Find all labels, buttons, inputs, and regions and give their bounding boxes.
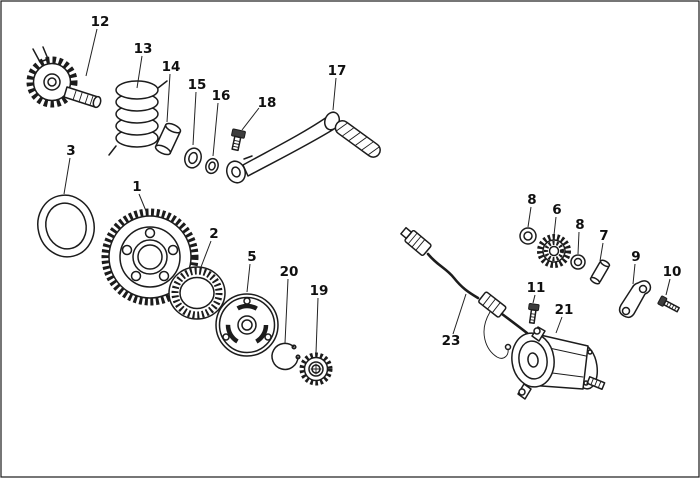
kick-pedal-drawing (225, 111, 381, 184)
part-number-17: 17 (328, 63, 347, 79)
part-number-19: 19 (310, 283, 329, 299)
bolt-18-drawing (231, 128, 246, 152)
callout-leader-line-20 (284, 278, 289, 344)
part-number-23: 23 (442, 333, 461, 349)
part-number-7: 7 (599, 228, 608, 244)
callout-leader-line-8b (577, 231, 580, 255)
circlip-small-drawing (205, 157, 219, 175)
driven-gear-drawing (101, 208, 199, 306)
callout-leader-line-19 (315, 297, 319, 354)
callout-leader-line-3 (63, 157, 71, 195)
callout-leader-line-17 (332, 77, 337, 111)
starter-motor-drawing (511, 326, 606, 400)
part-number-13: 13 (134, 41, 153, 57)
callout-leader-line-9 (632, 263, 636, 285)
part-number-16: 16 (212, 88, 231, 104)
idler-gear-drawing (537, 234, 571, 268)
part-number-8b: 8 (575, 217, 584, 233)
callout-leader-line-6 (553, 216, 557, 236)
washer-15-drawing (184, 147, 202, 169)
kickstarter-spindle-drawing (26, 46, 102, 109)
bolt-10-drawing (657, 295, 680, 313)
part-number-20: 20 (280, 264, 299, 280)
part-number-12: 12 (91, 14, 110, 30)
callout-leader-line-12 (85, 28, 98, 77)
pivot-pin-drawing (589, 259, 611, 285)
part-number-2: 2 (209, 226, 218, 242)
part-number-1: 1 (132, 179, 141, 195)
callout-leader-line-15 (192, 91, 197, 146)
part-number-11: 11 (527, 280, 546, 296)
spring-guide-drawing (154, 122, 182, 156)
starter-pinion-drawing (299, 352, 333, 386)
callout-leader-line-7 (599, 242, 604, 262)
callout-leader-line-2 (200, 240, 212, 268)
callout-leader-line-23 (452, 293, 467, 335)
bolt-11-drawing (528, 303, 540, 325)
part-number-21: 21 (555, 302, 574, 318)
lever-arm-drawing (618, 280, 652, 319)
callout-leader-line-11 (532, 294, 536, 304)
part-number-3: 3 (66, 143, 75, 159)
callout-leader-line-5 (246, 263, 251, 293)
part-number-8a: 8 (527, 192, 536, 208)
starter-cable-drawing (400, 226, 529, 359)
clutch-outer-drawing (215, 293, 279, 357)
callout-leader-line-14 (166, 73, 171, 123)
part-number-9: 9 (631, 249, 640, 265)
callout-leader-line-1 (138, 193, 147, 212)
callout-leader-line-16 (212, 102, 219, 157)
callout-leader-line-18 (241, 107, 260, 131)
callout-leader-line-8a (527, 206, 532, 228)
part-number-6: 6 (552, 202, 561, 218)
callout-leader-line-10 (665, 278, 671, 296)
spacer-ring-drawing (37, 194, 95, 258)
part-number-5: 5 (247, 249, 256, 265)
return-spring-drawing (108, 80, 168, 156)
callout-leader-line-13 (136, 55, 143, 89)
one-way-clutch-drawing (168, 266, 226, 320)
washer-8b-drawing (570, 254, 586, 270)
part-number-14: 14 (162, 59, 181, 75)
circlip-drawing (271, 342, 301, 371)
callout-leader-line-21 (555, 316, 563, 334)
part-number-15: 15 (188, 77, 207, 93)
part-number-18: 18 (258, 95, 277, 111)
part-number-10: 10 (663, 264, 682, 280)
washer-8a-drawing (519, 227, 537, 245)
